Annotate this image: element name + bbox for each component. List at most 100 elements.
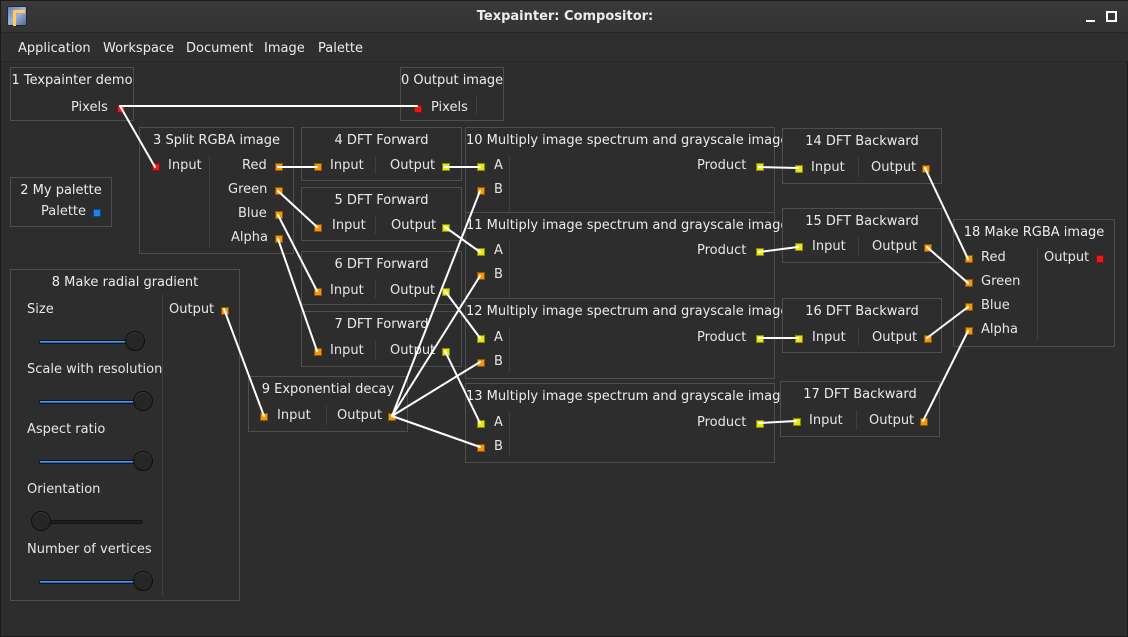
- input-port-alpha[interactable]: [965, 327, 973, 335]
- output-port-output[interactable]: [442, 224, 450, 232]
- node-dft-forward-4[interactable]: 4 DFT Forward Input Output: [301, 127, 462, 181]
- number-of-vertices-slider[interactable]: [39, 580, 143, 584]
- title-bar[interactable]: Texpainter: Compositor:: [1, 1, 1128, 33]
- menu-palette[interactable]: Palette: [318, 41, 364, 56]
- output-port-output[interactable]: [922, 165, 930, 173]
- input-port-input[interactable]: [314, 224, 322, 232]
- scale-with-resolution-slider-knob[interactable]: [133, 391, 153, 411]
- output-port-output[interactable]: [442, 163, 450, 171]
- input-port-input[interactable]: [795, 165, 803, 173]
- output-port-blue[interactable]: [275, 211, 283, 219]
- node-split-rgba-image[interactable]: 3 Split RGBA image Input Red Green Blue …: [139, 127, 294, 254]
- port-label-pixels: Pixels: [71, 100, 108, 115]
- node-texpainter-demo[interactable]: 1 Texpainter demo Pixels: [10, 67, 134, 121]
- number-of-vertices-slider-knob[interactable]: [133, 571, 153, 591]
- aspect-ratio-slider-knob[interactable]: [133, 451, 153, 471]
- port-label-product: Product: [697, 158, 747, 173]
- param-label-size: Size: [27, 302, 54, 317]
- input-column: [466, 156, 510, 235]
- node-exponential-decay[interactable]: 9 Exponential decay Input Output: [248, 376, 408, 432]
- node-dft-backward-15[interactable]: 15 DFT Backward Input Output: [782, 208, 942, 263]
- output-port-output[interactable]: [442, 288, 450, 296]
- port-label-output: Output: [337, 408, 383, 423]
- app-icon[interactable]: [7, 6, 27, 26]
- input-port-pixels[interactable]: [414, 105, 422, 113]
- port-label-output: Output: [869, 413, 915, 428]
- menu-document[interactable]: Document: [186, 41, 254, 56]
- node-make-radial-gradient[interactable]: 8 Make radial gradient Output Size Scale…: [10, 269, 240, 601]
- input-port-input[interactable]: [314, 348, 322, 356]
- output-port-output[interactable]: [442, 348, 450, 356]
- node-title: 6 DFT Forward: [334, 257, 429, 272]
- node-multiply-spectrum-12[interactable]: 12 Multiply image spectrum and grayscale…: [465, 298, 788, 379]
- output-port-output[interactable]: [924, 244, 932, 252]
- input-port-blue[interactable]: [965, 303, 973, 311]
- node-multiply-spectrum-13[interactable]: 13 Multiply image spectrum and grayscale…: [465, 383, 788, 463]
- node-dft-backward-16[interactable]: 16 DFT Backward Input Output: [782, 298, 942, 353]
- node-output-image[interactable]: 0 Output image Pixels: [400, 67, 504, 121]
- output-port-product[interactable]: [756, 335, 764, 343]
- node-dft-backward-14[interactable]: 14 DFT Backward Input Output: [782, 128, 942, 184]
- node-title: 11 Multiply image spectrum and grayscale…: [466, 218, 789, 233]
- input-port-b[interactable]: [477, 444, 485, 452]
- input-port-input[interactable]: [152, 163, 160, 171]
- input-port-b[interactable]: [477, 272, 485, 280]
- input-port-a[interactable]: [477, 420, 485, 428]
- output-port-alpha[interactable]: [275, 235, 283, 243]
- input-column: [302, 216, 376, 234]
- maximize-icon[interactable]: [1106, 11, 1117, 22]
- node-dft-forward-7[interactable]: 7 DFT Forward Input Output: [301, 311, 462, 367]
- input-port-input[interactable]: [795, 243, 803, 251]
- input-port-input[interactable]: [795, 335, 803, 343]
- input-column: [783, 237, 859, 256]
- port-label-output: Output: [390, 283, 436, 298]
- port-label-input: Input: [812, 330, 846, 345]
- input-port-b[interactable]: [477, 187, 485, 195]
- node-graph-canvas[interactable]: 1 Texpainter demo Pixels 0 Output image …: [1, 63, 1128, 637]
- aspect-ratio-slider[interactable]: [39, 460, 143, 464]
- output-port-output[interactable]: [1096, 255, 1104, 263]
- input-port-input[interactable]: [260, 413, 268, 421]
- output-port-output[interactable]: [221, 307, 229, 315]
- node-dft-forward-5[interactable]: 5 DFT Forward Input Output: [301, 187, 462, 241]
- port-label-blue: Blue: [981, 298, 1010, 313]
- output-port-pixels[interactable]: [117, 105, 125, 113]
- output-port-output[interactable]: [924, 335, 932, 343]
- output-port-red[interactable]: [275, 163, 283, 171]
- node-title: 1 Texpainter demo: [11, 73, 133, 88]
- port-label-input: Input: [330, 158, 364, 173]
- output-port-product[interactable]: [756, 420, 764, 428]
- param-label-orientation: Orientation: [27, 482, 101, 497]
- output-port-product[interactable]: [756, 163, 764, 171]
- input-port-a[interactable]: [477, 335, 485, 343]
- minimize-icon[interactable]: [1085, 9, 1097, 25]
- orientation-slider-knob[interactable]: [31, 511, 51, 531]
- menu-workspace[interactable]: Workspace: [103, 41, 175, 56]
- input-column: [140, 156, 210, 247]
- node-dft-backward-17[interactable]: 17 DFT Backward Input Output: [780, 381, 940, 437]
- input-port-input[interactable]: [314, 288, 322, 296]
- node-make-rgba-image[interactable]: 18 Make RGBA image Red Green Blue Alpha …: [953, 219, 1115, 347]
- output-port-output[interactable]: [388, 413, 396, 421]
- node-title: 3 Split RGBA image: [153, 133, 280, 148]
- input-port-b[interactable]: [477, 359, 485, 367]
- node-dft-forward-6[interactable]: 6 DFT Forward Input Output: [301, 251, 462, 305]
- input-port-input[interactable]: [314, 163, 322, 171]
- output-port-output[interactable]: [920, 418, 928, 426]
- output-port-palette[interactable]: [93, 209, 101, 217]
- node-my-palette[interactable]: 2 My palette Palette: [10, 177, 112, 227]
- input-port-green[interactable]: [965, 279, 973, 287]
- size-slider-knob[interactable]: [125, 331, 145, 351]
- menu-application[interactable]: Application: [18, 41, 91, 56]
- port-label-input: Input: [168, 158, 202, 173]
- menu-image[interactable]: Image: [264, 41, 305, 56]
- input-port-input[interactable]: [793, 418, 801, 426]
- scale-with-resolution-slider[interactable]: [39, 400, 143, 404]
- input-port-a[interactable]: [477, 248, 485, 256]
- output-port-product[interactable]: [756, 248, 764, 256]
- orientation-slider[interactable]: [39, 520, 143, 524]
- output-port-green[interactable]: [275, 187, 283, 195]
- input-port-a[interactable]: [477, 163, 485, 171]
- port-label-alpha: Alpha: [981, 322, 1018, 337]
- input-port-red[interactable]: [965, 255, 973, 263]
